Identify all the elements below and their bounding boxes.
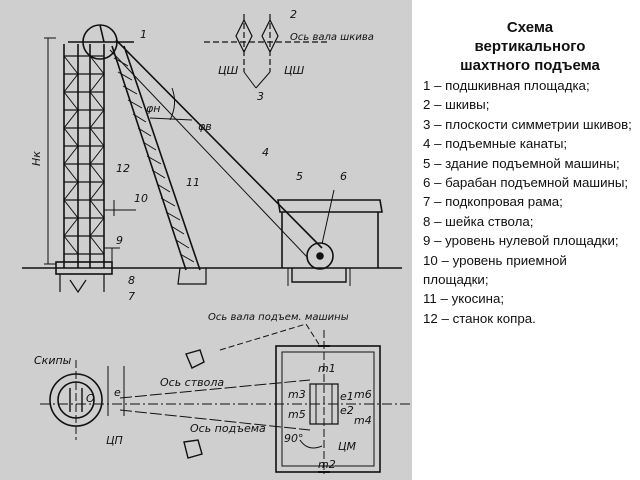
label-m3: m3 <box>288 388 306 401</box>
label-4: 4 <box>262 146 269 159</box>
label-7: 7 <box>128 290 135 303</box>
title-line-1: Схема <box>506 19 554 36</box>
label-phi-v: φв <box>198 120 212 133</box>
label-8: 8 <box>128 274 135 287</box>
legend-item: 8 – шейка ствола; <box>423 213 534 229</box>
label-1: 1 <box>140 28 147 41</box>
label-skips: Скипы <box>34 354 72 367</box>
label-m2: m2 <box>318 458 336 471</box>
base-frame <box>55 247 120 294</box>
label-e1: e1 <box>340 390 354 403</box>
sheave-plan-view <box>204 14 330 89</box>
label-cp: ЦП <box>106 434 123 447</box>
legend-item: 9 – уровень нулевой площадки; <box>423 233 619 249</box>
drawing-svg: 1 2 3 4 5 6 7 8 9 10 11 12 Hк φн φв Ось … <box>22 8 410 474</box>
label-csh-right: ЦШ <box>284 64 305 77</box>
shaft-plan-view <box>40 360 410 440</box>
label-m4: m4 <box>354 414 372 427</box>
legend-item: 1 – подшкивная площадка; <box>423 78 590 93</box>
title-line-2: вертикального <box>474 38 586 55</box>
label-hk: Hк <box>30 151 43 166</box>
label-hoist-axis: Ось подъема <box>190 422 266 435</box>
hoist-rope <box>115 39 323 249</box>
label-shaft-axis: Ось ствола <box>160 376 224 389</box>
label-cm: ЦМ <box>338 440 357 453</box>
label-e: e <box>114 386 121 399</box>
hoist-scheme-drawing: 1 2 3 4 5 6 7 8 9 10 11 12 Hк φн φв Ось … <box>0 0 412 480</box>
legend-item: 10 – уровень приемной площадки; <box>423 252 567 288</box>
label-6: 6 <box>340 170 347 183</box>
label-e2: e2 <box>340 404 354 417</box>
label-o: O <box>86 392 95 405</box>
label-5: 5 <box>296 170 303 183</box>
label-2: 2 <box>290 8 297 21</box>
label-csh-left: ЦШ <box>218 64 239 77</box>
legend-item: 12 – станок копра. <box>423 310 536 326</box>
label-11: 11 <box>186 176 200 189</box>
legend-item: 5 – здание подъемной машины; <box>423 155 620 171</box>
label-m1: m1 <box>318 362 336 375</box>
label-3: 3 <box>257 90 264 103</box>
label-phi-n: φн <box>146 102 160 115</box>
label-m6: m6 <box>354 388 372 401</box>
label-9: 9 <box>116 234 123 247</box>
label-10: 10 <box>134 192 148 205</box>
legend-item: 6 – барабан подъемной машины; <box>423 175 629 191</box>
headframe-tower <box>63 44 105 268</box>
legend-item: 2 – шкивы; <box>423 97 490 113</box>
machine-house <box>277 199 383 286</box>
drum <box>306 242 334 270</box>
label-m5: m5 <box>288 408 306 421</box>
back-leg-strut <box>111 45 201 271</box>
machine-room-plan <box>275 330 381 474</box>
label-pulley-axis: Ось вала шкива <box>290 32 374 43</box>
legend-item: 3 – плоскости симметрии шкивов; <box>423 116 632 132</box>
legend-item: 4 – подъемные канаты; <box>423 136 568 152</box>
page-title: Схема вертикального шахтного подъема <box>430 18 630 75</box>
label-angle: 90° <box>284 432 304 445</box>
legend-list: 1 – подшкивная площадка; 2 – шкивы; 3 – … <box>423 76 635 328</box>
title-line-3: шахтного подъема <box>460 57 600 74</box>
label-machine-axis: Ось вала подъем. машины <box>208 312 349 323</box>
legend-item: 11 – укосина; <box>423 291 505 307</box>
label-12: 12 <box>116 162 130 175</box>
legend-item: 7 – подкопровая рама; <box>423 194 563 210</box>
